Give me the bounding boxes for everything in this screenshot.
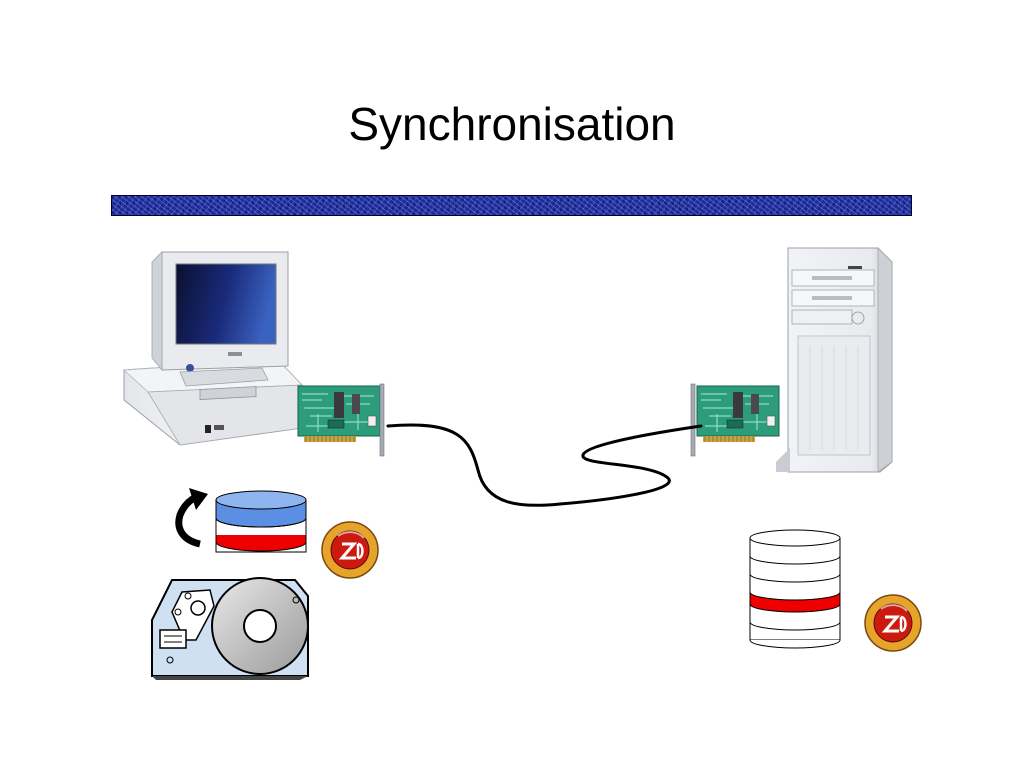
network-card-icon <box>297 383 385 457</box>
network-cable <box>386 423 703 507</box>
network-card-icon <box>690 383 780 457</box>
desktop-computer-icon <box>123 251 303 446</box>
slide-title: Synchronisation <box>348 98 676 150</box>
zd-badge-icon <box>864 594 922 652</box>
tower-server-icon <box>776 247 893 473</box>
zd-badge-icon <box>321 521 379 579</box>
curved-arrow-icon <box>175 488 208 548</box>
title-bar <box>111 195 912 216</box>
hard-disk-icon <box>151 577 309 680</box>
database-stack-icon <box>215 490 307 553</box>
database-stack-icon <box>749 529 841 649</box>
